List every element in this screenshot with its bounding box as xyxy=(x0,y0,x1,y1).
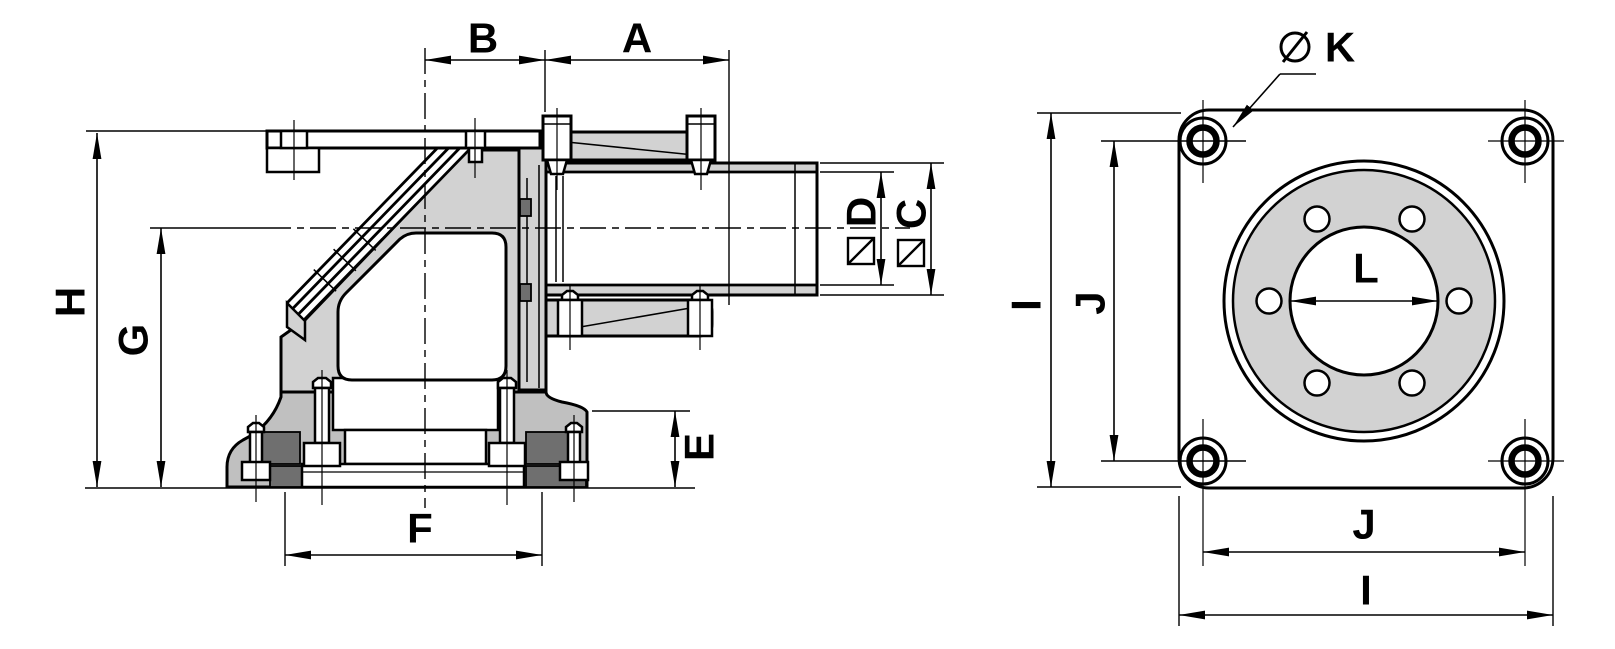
clamp-bolt xyxy=(685,108,717,190)
bolt-circle-hole xyxy=(1303,369,1331,397)
dim-label-j-left: J xyxy=(1067,291,1114,314)
bolt-circle-hole xyxy=(1445,287,1473,315)
dim-label-e: E xyxy=(676,433,723,461)
dim-label-d: D xyxy=(838,197,885,227)
dim-label-f: F xyxy=(407,505,433,552)
incline-foot xyxy=(285,299,307,343)
base-stud xyxy=(302,370,342,505)
bolt-circle-hole xyxy=(1398,205,1426,233)
base-stud xyxy=(487,370,527,505)
base-stud xyxy=(558,415,590,502)
seal-block xyxy=(525,431,573,465)
seal-ring xyxy=(519,198,532,217)
corner-hole xyxy=(1488,100,1564,183)
seal-ring xyxy=(519,283,532,302)
boss-outer-circle xyxy=(1222,159,1506,443)
dim-label-b: B xyxy=(468,15,498,62)
clamp-bolt xyxy=(686,285,714,350)
housing-cavity xyxy=(336,231,508,382)
bottom-plate xyxy=(300,462,526,489)
inner-cylinder xyxy=(343,428,488,466)
diameter-symbol xyxy=(1279,31,1311,63)
side-section-view: B A H G F E D C xyxy=(47,15,944,566)
seal-block xyxy=(269,465,303,488)
clamp-bolt xyxy=(556,285,584,350)
flange-plate xyxy=(517,146,548,392)
square-section-symbol xyxy=(896,238,926,268)
dim-label-a: A xyxy=(622,15,652,62)
dim-label-c: C xyxy=(888,199,935,229)
dim-label-i-bottom: I xyxy=(1360,567,1372,614)
bolt-circle-hole xyxy=(1398,369,1426,397)
dim-label-j-bottom: J xyxy=(1352,501,1375,548)
dim-label-l: L xyxy=(1353,245,1379,292)
shaft-tube xyxy=(544,161,819,297)
square-section-symbol xyxy=(846,236,876,266)
corner-hole xyxy=(1488,419,1564,566)
dim-label-h: H xyxy=(47,287,94,317)
top-plate-end-cap xyxy=(265,146,321,174)
front-flange-view: K I J J I L xyxy=(1003,24,1564,626)
dim-label-i-left: I xyxy=(1003,299,1050,311)
dim-label-g: G xyxy=(110,324,157,357)
inner-cylinder xyxy=(331,376,500,432)
clamp-bolt xyxy=(541,108,573,190)
bolt-circle-hole xyxy=(1255,287,1283,315)
incline-cover xyxy=(287,133,469,320)
dim-label-k: K xyxy=(1325,24,1355,71)
base-stud xyxy=(240,415,272,502)
leader-line-k xyxy=(1232,73,1281,128)
bolt-circle-hole xyxy=(1303,205,1331,233)
